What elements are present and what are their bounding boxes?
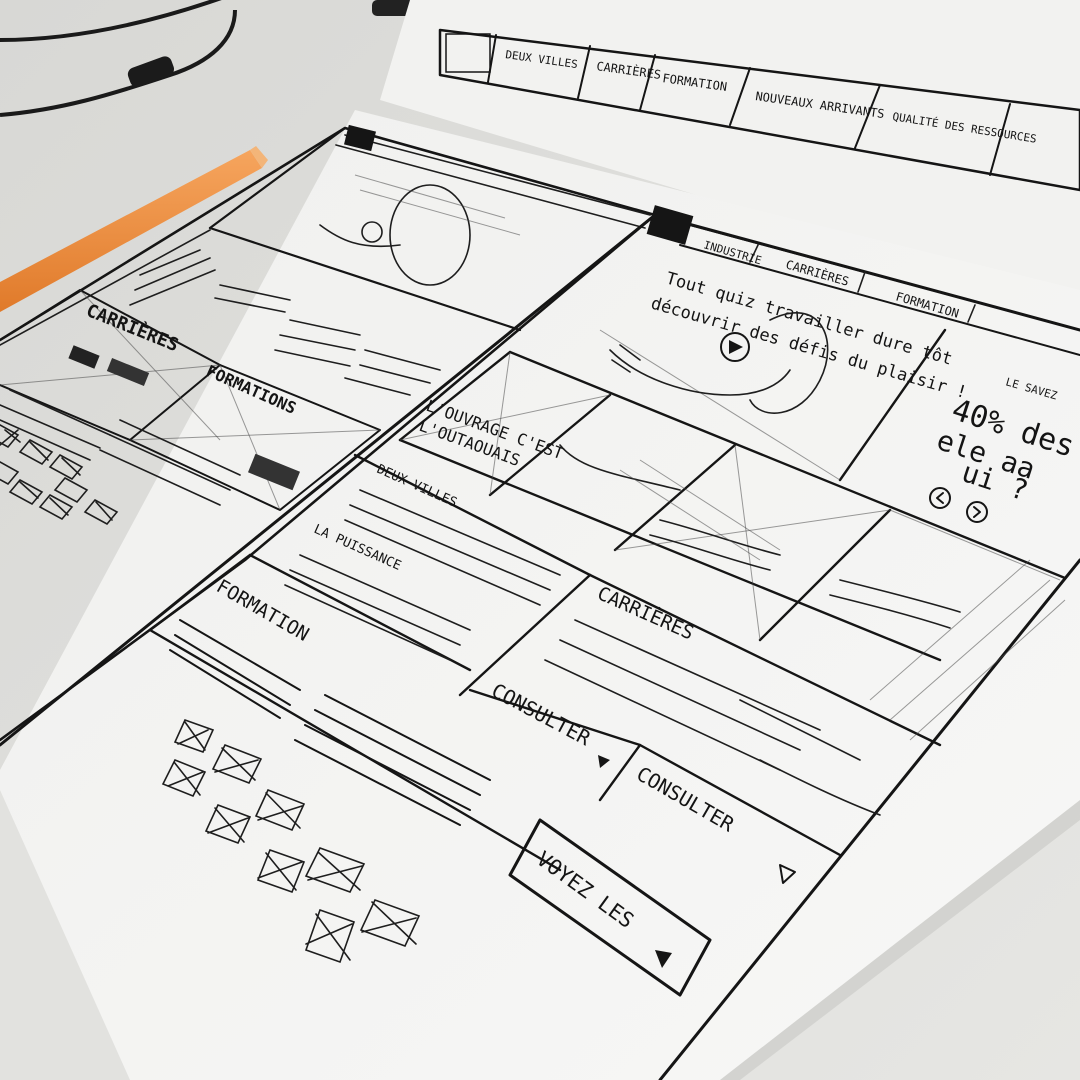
voyez-les-button[interactable] <box>508 818 712 997</box>
left-checkbox-grid <box>0 424 119 526</box>
chevron-left-icon[interactable] <box>929 487 951 509</box>
orange-pen <box>0 146 268 312</box>
play-triangle-icon <box>655 950 672 968</box>
hero-play-icon <box>720 332 750 362</box>
back-notebook-page: DEUX VILLES CARRIÈRES FORMATION NOUVEAUX… <box>380 0 1080 310</box>
formation-checkbox-grid <box>161 718 421 964</box>
play-triangle-icon <box>729 340 743 354</box>
play-triangle-icon <box>598 755 610 768</box>
chevron-right-icon[interactable] <box>966 501 988 523</box>
headphone-cable <box>0 0 442 117</box>
